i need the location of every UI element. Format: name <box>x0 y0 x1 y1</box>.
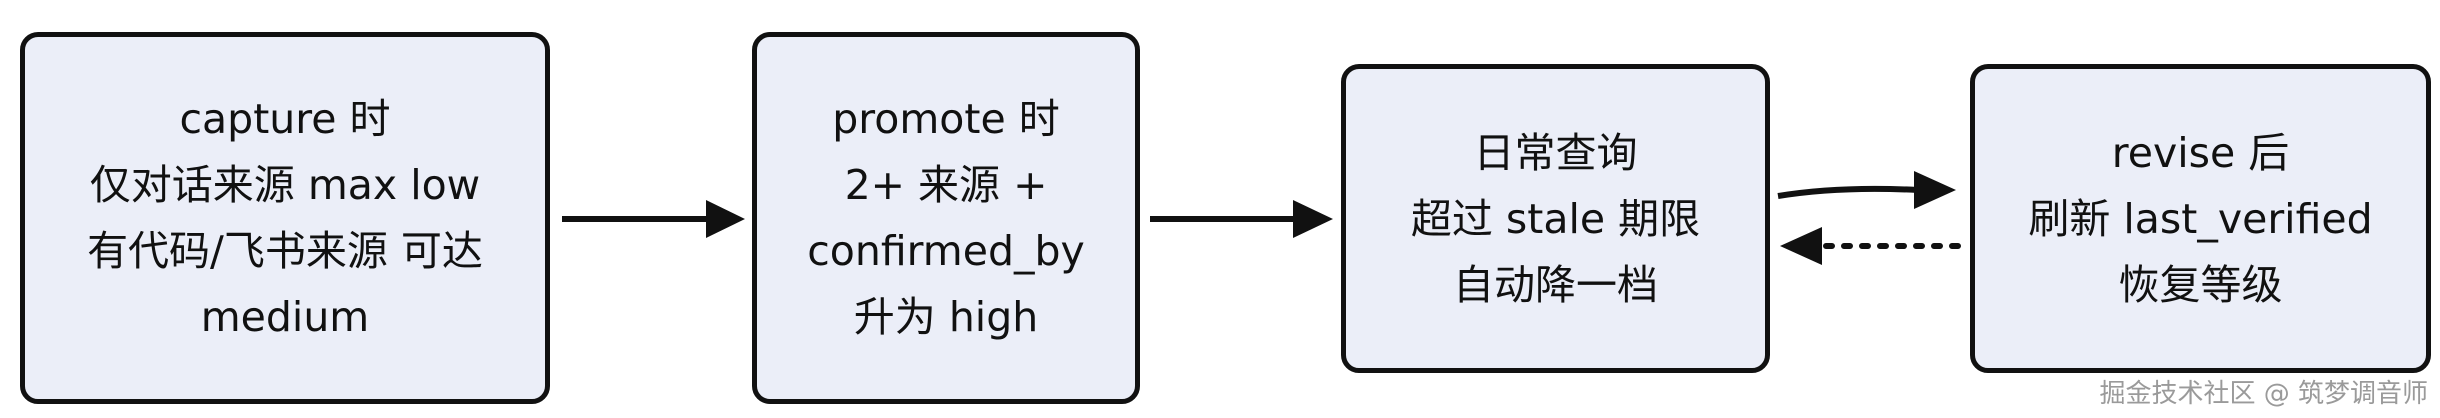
node-line: revise 后 <box>2111 128 2290 177</box>
node-line: 升为 high <box>853 293 1039 341</box>
watermark: 掘金技术社区 @ 筑梦调音师 <box>2099 379 2428 409</box>
arrow-capture-to-promote <box>562 200 745 238</box>
capture-node: capture 时 仅对话来源 max low 有代码/飞书来源 可达 medi… <box>20 32 550 404</box>
revise-node: revise 后 刷新 last_verified 恢复等级 <box>1970 64 2431 373</box>
node-line: 2+ 来源 + <box>844 161 1048 209</box>
node-line: 日常查询 <box>1473 128 1638 177</box>
node-line: 仅对话来源 max low <box>89 161 481 209</box>
node-line: 刷新 last_verified <box>2028 194 2373 243</box>
node-line: confirmed_by <box>807 227 1085 275</box>
arrow-revise-to-query-dotted <box>1780 227 1961 265</box>
node-line: promote 时 <box>832 95 1060 143</box>
node-line: 有代码/飞书来源 可达 <box>87 227 483 275</box>
node-line: 恢复等级 <box>2118 260 2283 309</box>
node-line: 自动降一档 <box>1453 260 1658 309</box>
arrow-promote-to-query <box>1150 200 1333 238</box>
promote-node: promote 时 2+ 来源 + confirmed_by 升为 high <box>752 32 1140 404</box>
node-line: 超过 stale 期限 <box>1410 194 1701 243</box>
node-line: medium <box>200 293 370 341</box>
arrow-query-to-revise <box>1777 171 1956 209</box>
node-line: capture 时 <box>179 95 391 143</box>
daily-query-node: 日常查询 超过 stale 期限 自动降一档 <box>1341 64 1770 373</box>
